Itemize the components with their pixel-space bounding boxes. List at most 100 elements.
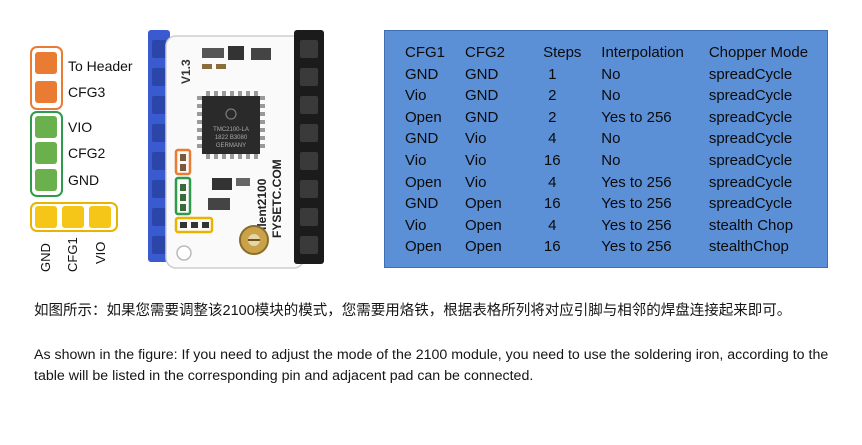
- table-header-row: CFG1 CFG2 Steps Interpolation Chopper Mo…: [405, 42, 827, 64]
- mode-table: CFG1 CFG2 Steps Interpolation Chopper Mo…: [384, 30, 828, 268]
- table-cell: 16: [543, 238, 561, 256]
- chip-leg: [246, 91, 250, 97]
- board-cfg1-marker: [174, 216, 214, 234]
- table-cell: Vio: [465, 173, 487, 191]
- chip-leg: [230, 153, 234, 159]
- caption-english: As shown in the figure: If you need to a…: [34, 347, 829, 384]
- smd-component: [202, 64, 212, 69]
- smd-component: [208, 198, 230, 210]
- chip-leg: [197, 144, 203, 148]
- table-cell: spreadCycle: [708, 87, 793, 105]
- chip-leg: [254, 91, 258, 97]
- table-cell: Open: [405, 238, 442, 256]
- smd-component: [212, 178, 232, 190]
- header-cfg1: CFG1: [405, 44, 446, 61]
- chip-leg: [222, 91, 226, 97]
- board-cfg2-marker: [174, 176, 192, 216]
- legend-pad-to-header: [35, 52, 57, 74]
- chip-leg: [238, 91, 242, 97]
- table-cell: stealth Chop: [708, 216, 794, 234]
- solder-pad: [180, 164, 186, 171]
- chip-leg: [259, 104, 265, 108]
- header-pin: [300, 152, 318, 170]
- header-interpolation: Interpolation: [601, 44, 684, 61]
- header-pin: [152, 236, 166, 254]
- caption-chinese: 如图所示：如果您需要调整该2100模块的模式，您需要用烙铁，根据表格所列将对应引…: [34, 303, 792, 319]
- header-pin: [152, 152, 166, 170]
- table-cell: No: [601, 65, 621, 83]
- legend-label-vio-vertical: VIO: [93, 241, 108, 264]
- header-pin: [300, 96, 318, 114]
- table-cell: spreadCycle: [708, 130, 793, 148]
- table-cell: Yes to 256: [601, 195, 672, 213]
- table-cell: Yes to 256: [601, 173, 672, 191]
- chip-leg: [197, 96, 203, 100]
- chip-leg: [206, 153, 210, 159]
- legend-pad-cfg3: [35, 81, 57, 103]
- solder-pad: [202, 222, 209, 228]
- table-cell: Open: [405, 173, 442, 191]
- chip-leg: [197, 136, 203, 140]
- table-cell: 2: [548, 108, 557, 126]
- header-pin: [300, 236, 318, 254]
- table-cell: No: [601, 151, 621, 169]
- board-text-silent2100: Silent2100: [255, 178, 269, 238]
- table-cell: Yes to 256: [601, 216, 672, 234]
- header-cfg2: CFG2: [465, 44, 506, 61]
- legend-label-gnd: GND: [68, 172, 100, 188]
- table-cell: GND: [405, 195, 439, 213]
- chip-leg: [246, 153, 250, 159]
- table-cell: spreadCycle: [708, 173, 793, 191]
- table-cell: spreadCycle: [708, 108, 793, 126]
- header-pin: [152, 124, 166, 142]
- header-pin: [152, 208, 166, 226]
- solder-pad: [180, 194, 186, 201]
- solder-pad: [180, 204, 186, 211]
- chip-leg: [259, 144, 265, 148]
- table-cell: GND: [405, 65, 439, 83]
- smd-component: [236, 178, 250, 186]
- legend-label-cfg2: CFG2: [68, 145, 106, 161]
- chip-leg: [259, 112, 265, 116]
- header-pin: [152, 40, 166, 58]
- board-text-fysetc: FYSETC.COM: [270, 159, 284, 238]
- solder-pad: [191, 222, 198, 228]
- chip-leg: [259, 120, 265, 124]
- chip-leg: [259, 96, 265, 100]
- header-pin: [300, 208, 318, 226]
- chip-leg: [214, 91, 218, 97]
- pin-header-right: [294, 30, 324, 264]
- legend-label-cfg1-vertical: CFG1: [65, 237, 80, 272]
- smd-component: [251, 48, 271, 60]
- smd-component: [202, 48, 224, 58]
- solder-pad: [180, 184, 186, 191]
- header-pin: [300, 40, 318, 58]
- header-pin: [152, 68, 166, 86]
- mounting-hole: [176, 245, 192, 261]
- smd-component: [228, 46, 244, 60]
- table-cell: 2: [548, 87, 557, 105]
- chip-leg: [254, 153, 258, 159]
- smd-component: [216, 64, 226, 69]
- table-cell: 1: [548, 65, 557, 83]
- board-version: V1.3: [179, 59, 193, 84]
- table-cell: 4: [548, 130, 557, 148]
- table-cell: spreadCycle: [708, 65, 793, 83]
- legend-pad-cfg1-h: [62, 206, 84, 228]
- table-cell: Yes to 256: [601, 108, 672, 126]
- table-cell: 16: [543, 195, 561, 213]
- table-cell: GND: [405, 130, 439, 148]
- table-cell: Vio: [405, 151, 427, 169]
- chip-label-1: TMC2100-LA: [213, 127, 249, 133]
- table-cell: Open: [465, 238, 502, 256]
- chip-leg: [222, 153, 226, 159]
- driver-board-illustration: TMC2100-LA 1822 B3080 GERMANY V1.3 Silen…: [148, 30, 324, 269]
